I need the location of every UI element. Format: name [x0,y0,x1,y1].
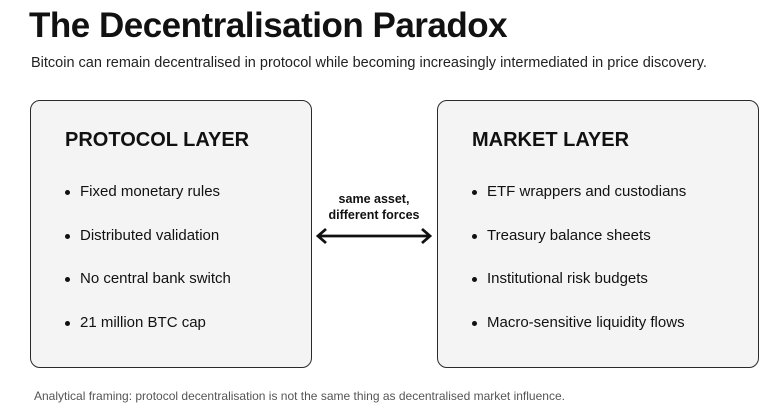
list-item-label: No central bank switch [80,270,231,287]
bullet-icon [472,233,477,239]
bullet-icon [65,277,70,282]
list-item-label: Distributed validation [80,226,220,244]
page-subtitle: Bitcoin can remain decentralised in prot… [31,55,707,71]
list-item: Distributed validation [65,227,231,271]
list-item: Institutional risk budgets [472,270,686,314]
connector-label-line-1: same asset, [338,192,410,206]
protocol-layer-panel: PROTOCOL LAYER Fixed monetary rules Dist… [30,100,312,368]
bullet-icon [472,277,477,282]
page-title: The Decentralisation Paradox [29,6,508,45]
list-item-label: ETF wrappers and custodians [487,183,687,200]
list-item: ETF wrappers and custodians [472,183,686,227]
market-layer-list: ETF wrappers and custodians Treasury bal… [472,183,686,357]
bullet-icon [472,190,477,195]
bullet-icon [65,320,70,326]
bullet-icon [65,233,70,239]
connector-label-line-2: different forces [328,208,420,222]
list-item: No central bank switch [65,270,231,314]
bullet-icon [65,190,70,195]
list-item-label: Fixed monetary rules [80,183,221,200]
footnote: Analytical framing: protocol decentralis… [34,389,565,403]
list-item-label: Treasury balance sheets [487,226,651,244]
connector-label: same asset, different forces [316,191,432,223]
list-item: Treasury balance sheets [472,227,686,271]
market-layer-panel: MARKET LAYER ETF wrappers and custodians… [437,100,759,368]
list-item-label: Institutional risk budgets [487,270,648,287]
protocol-layer-heading: PROTOCOL LAYER [65,129,250,151]
list-item: Fixed monetary rules [65,183,231,227]
list-item: 21 million BTC cap [65,314,231,358]
list-item-label: 21 million BTC cap [80,313,206,331]
bullet-icon [472,320,477,326]
list-item: Macro-sensitive liquidity flows [472,314,686,358]
market-layer-heading: MARKET LAYER [472,129,630,151]
double-headed-arrow-icon [315,227,433,245]
list-item-label: Macro-sensitive liquidity flows [487,313,685,331]
protocol-layer-list: Fixed monetary rules Distributed validat… [65,183,231,357]
